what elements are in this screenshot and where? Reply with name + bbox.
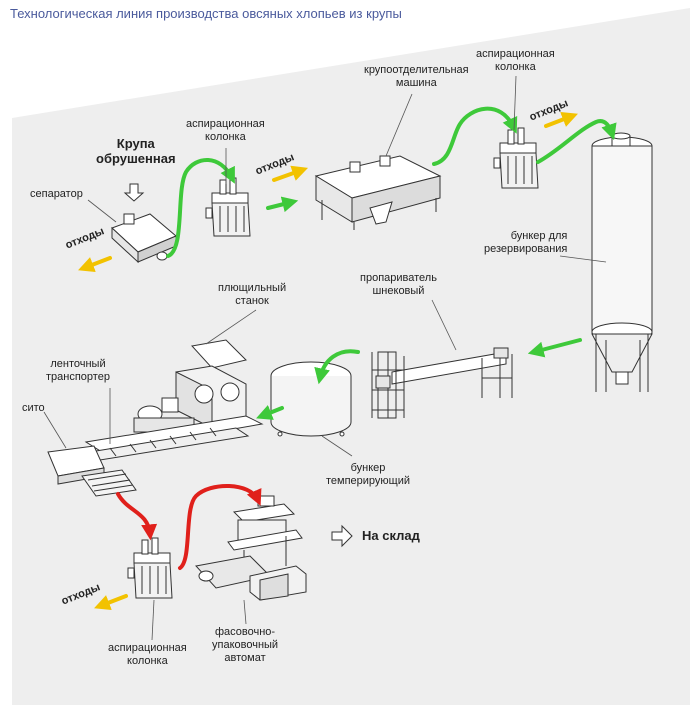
label-packer-line3: автомат [224, 652, 266, 664]
label-hulling-line2: машина [395, 77, 437, 89]
label-belt-conveyor: ленточный транспортер [46, 358, 110, 384]
label-separator: сепаратор [30, 188, 83, 200]
label-tempering-line2: темперирующий [326, 475, 411, 487]
reserve-bunker-silo [591, 132, 653, 392]
green-flow-arrows [166, 106, 617, 420]
label-flattening-mill: плющильный станок [218, 282, 286, 308]
label-steamer-line2: шнековый [372, 285, 425, 297]
flow-aspiration2-to-silo [536, 119, 617, 164]
flow-aspiration1-to-hulling [266, 196, 299, 213]
label-aspiration-3: аспирационная колонка [108, 642, 187, 668]
flattening-mill [133, 339, 247, 433]
waste-arrow-1 [78, 256, 112, 273]
label-aspiration-2: аспирационная колонка [476, 48, 555, 74]
waste-arrow-3 [544, 111, 578, 128]
label-packing-machine: фасовочно- упаковочный автомат [212, 626, 278, 665]
input-hopper-arrow-icon [123, 183, 145, 202]
label-sieve: сито [22, 402, 45, 414]
label-aspiration-1-line2: колонка [205, 131, 246, 143]
aspiration-column-1 [205, 177, 251, 237]
flow-tempering-to-mill [256, 405, 284, 420]
waste-arrows [78, 111, 578, 611]
label-aspiration-1-line1: аспирационная [186, 118, 265, 130]
label-aspiration-3-line1: аспирационная [108, 642, 187, 654]
label-aspiration-1: аспирационная колонка [186, 118, 265, 144]
hulling-machine [314, 155, 442, 230]
label-to-warehouse: На склад [362, 528, 420, 543]
waste-arrow-2 [272, 165, 309, 182]
aspiration-column-2 [493, 127, 539, 189]
packing-machine [195, 495, 307, 601]
label-packer-line2: упаковочный [212, 639, 279, 651]
label-hulling-machine: крупоотделительная машина [364, 64, 469, 90]
tempering-bunker [270, 361, 352, 437]
screw-steamer [371, 347, 513, 419]
label-hulling-line1: крупоотделительная [364, 64, 469, 76]
label-packer-line1: фасовочно- [215, 626, 276, 638]
flow-silo-to-steamer [527, 338, 582, 358]
label-screw-steamer: пропариватель шнековый [360, 272, 437, 298]
label-flattener-line1: плющильный [218, 282, 287, 294]
label-tempering-bunker: бункер темперирующий [326, 462, 410, 488]
label-conveyor-line2: транспортер [46, 371, 110, 383]
diagram-title: Технологическая линия производства овсян… [10, 6, 402, 21]
flow-hulling-to-aspiration2 [432, 106, 518, 166]
label-input-line2: обрушенная [96, 151, 176, 166]
label-tempering-line1: бункер [350, 462, 386, 474]
waste-arrow-4 [94, 594, 128, 611]
warehouse-arrow-icon [331, 524, 353, 548]
label-aspiration-3-line2: колонка [127, 655, 168, 667]
label-aspiration-2-line1: аспирационная [476, 48, 555, 60]
label-reserve-bunker: бункер для резервирования [484, 230, 567, 256]
leader-lines [43, 75, 607, 641]
flow-separator-to-aspiration1 [166, 158, 235, 258]
label-input-line1: Крупа [116, 136, 155, 151]
flow-steamer-to-tempering [314, 349, 360, 385]
label-conveyor-line1: ленточный [50, 358, 106, 370]
label-flattener-line2: станок [235, 295, 269, 307]
label-input-groats: Крупа обрушенная [96, 136, 176, 166]
aspiration-column-3 [127, 537, 173, 599]
label-reserve-bunker-line2: резервирования [484, 243, 568, 255]
label-aspiration-2-line2: колонка [495, 61, 536, 73]
label-reserve-bunker-line1: бункер для [510, 230, 568, 242]
separator-machine [111, 213, 177, 264]
sieve [47, 445, 137, 497]
red-flow-arrows [116, 483, 262, 570]
flow-sieve-to-aspiration3 [116, 492, 158, 541]
belt-conveyor [84, 415, 264, 461]
flow-aspiration3-to-packer [178, 483, 262, 570]
label-steamer-line1: пропариватель [360, 272, 437, 284]
